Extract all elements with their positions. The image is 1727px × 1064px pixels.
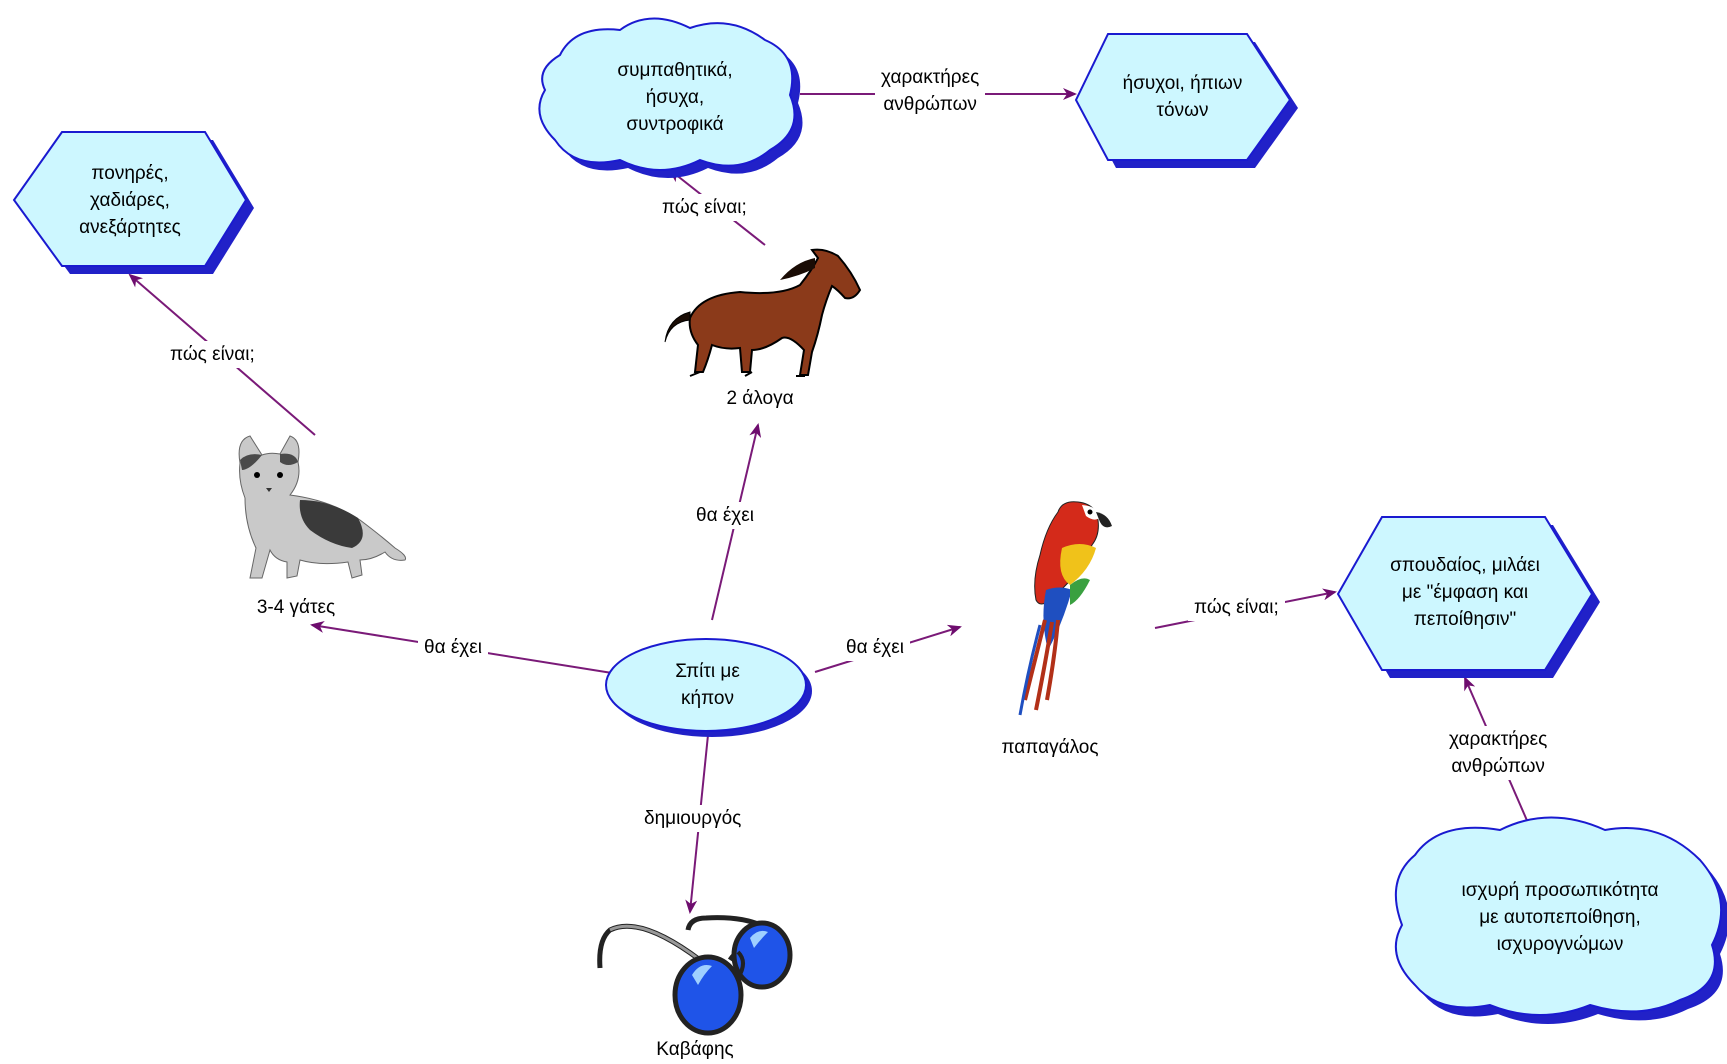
central-line-2: κήπον [681,688,734,709]
parrot-people-line-1: ισχυρή προσωπικότητα [1461,879,1659,901]
link-label-horse-quality: πώς είναι; [656,194,753,221]
cat-icon[interactable] [238,435,406,579]
horse-people-link-line-1: χαρακτήρες [881,67,980,88]
link-label-horse-people: χαρακτήρες ανθρώπων [875,64,986,118]
central-node-label: Σπίτι με κήπον [620,643,795,727]
horse-people-hex[interactable] [1074,33,1298,168]
horse-people-text: ήσυχοι, ήπιων τόνων [1090,64,1275,130]
central-node[interactable] [605,638,812,737]
link-label-parrot-quality: πώς είναι; [1188,594,1285,621]
parrot-people-line-3: ισχυρογνώμων [1496,933,1624,955]
link-label-central-creator: δημιουργός [638,805,748,832]
parrot-icon[interactable] [1018,501,1112,716]
link-label-central-parrot: θα έχει [840,634,910,661]
horse-people-line-2: τόνων [1156,100,1209,121]
glasses-icon[interactable] [597,915,793,1036]
parrot-people-cloud[interactable] [1394,816,1727,1025]
horse-caption: 2 άλογα [726,388,794,409]
central-line-1: Σπίτι με [675,661,740,682]
cat-quality-text: πονηρές, χαδιάρες, ανεξάρτητες [30,158,230,242]
parrot-people-link-line-2: ανθρώπων [1451,756,1545,777]
parrot-people-text: ισχυρή προσωπικότητα με αυτοπεποίθηση, ι… [1410,875,1710,959]
parrot-caption: παπαγάλος [1001,737,1099,758]
horse-quality-line-1: συμπαθητικά, [617,59,733,81]
horse-quality-text: συμπαθητικά, ήσυχα, συντροφικά [560,52,790,142]
parrot-people-link-line-1: χαρακτήρες [1449,729,1548,750]
horse-quality-cloud[interactable] [538,17,803,178]
parrot-people-line-2: με αυτοπεποίθηση, [1479,906,1641,928]
cat-quality-line-2: χαδιάρες, [90,189,170,211]
link-label-central-horse: θα έχει [690,502,760,529]
link-label-parrot-people: χαρακτήρες ανθρώπων [1443,726,1554,780]
parrot-quality-hex[interactable] [1336,516,1600,678]
parrot-quality-text: σπουδαίος, μιλάει με "έμφαση και πεποίθη… [1350,550,1580,634]
horse-icon[interactable] [664,248,862,377]
parrot-quality-line-3: πεποίθησιν" [1413,608,1517,630]
parrot-quality-line-2: με "έμφαση και [1401,581,1529,603]
horse-people-line-1: ήσυχοι, ήπιων [1122,73,1243,94]
parrot-quality-line-1: σπουδαίος, μιλάει [1390,554,1540,576]
creator-caption: Καβάφης [656,1039,734,1060]
horse-quality-line-2: ήσυχα, [645,86,705,108]
cat-quality-line-1: πονηρές, [91,162,169,184]
link-label-central-cat: θα έχει [418,634,488,661]
cat-quality-line-3: ανεξάρτητες [79,216,181,238]
horse-people-link-line-2: ανθρώπων [883,94,977,115]
link-label-cat-quality: πώς είναι; [164,341,261,368]
horse-quality-line-3: συντροφικά [626,113,724,135]
cat-caption: 3-4 γάτες [256,597,336,618]
cat-quality-hex[interactable] [12,131,254,274]
